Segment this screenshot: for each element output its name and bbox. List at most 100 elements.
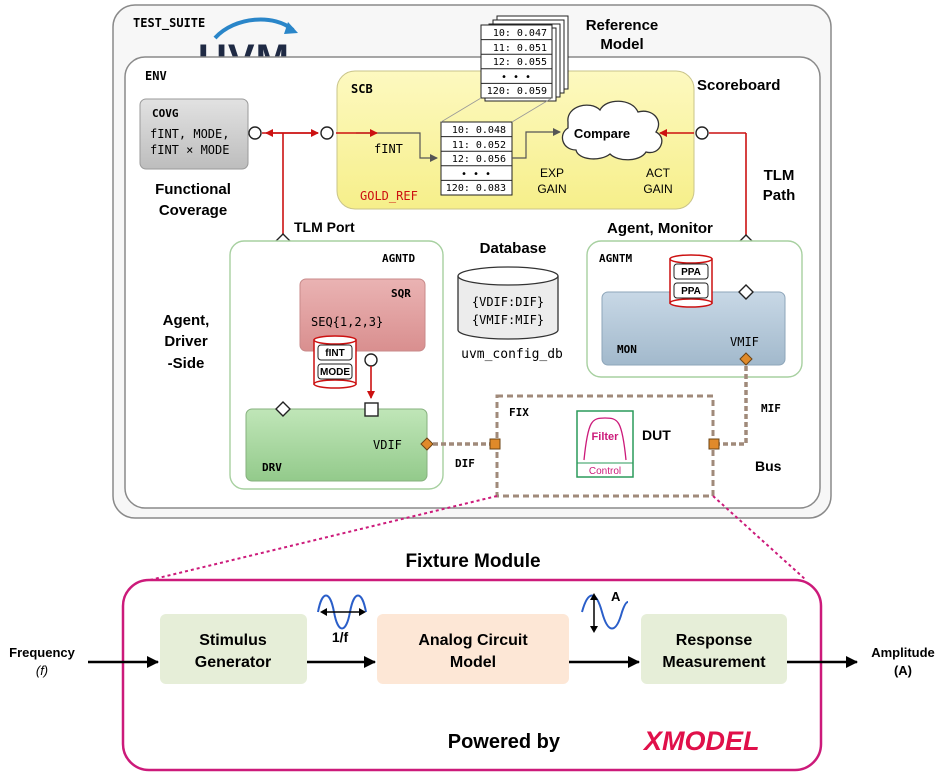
agent-driver-side-2: Driver bbox=[164, 333, 208, 350]
reference-model-title: Reference bbox=[586, 17, 659, 34]
stimulus-label-1: Stimulus bbox=[199, 632, 267, 649]
ppa-db-icon: PPA PPA bbox=[669, 254, 713, 308]
reference-model-subtitle: Model bbox=[600, 36, 643, 53]
dut-filter-icon: Filter Control bbox=[576, 410, 634, 478]
stimulus-label-2: Generator bbox=[195, 654, 271, 671]
response-label-1: Response bbox=[676, 632, 753, 649]
scoreboard-title: Scoreboard bbox=[697, 77, 780, 94]
act-label: ACT bbox=[646, 166, 671, 180]
vmif-port bbox=[739, 352, 753, 366]
scoreboard-input-label: fINT bbox=[374, 142, 403, 156]
svg-text:• • •: • • • bbox=[501, 72, 531, 83]
fix-dif-port bbox=[489, 438, 501, 450]
coverage-label: COVG bbox=[152, 107, 179, 120]
sqr-sequence: SEQ{1,2,3} bbox=[311, 315, 383, 329]
frequency-symbol: (f) bbox=[36, 663, 48, 678]
svg-text:MODE: MODE bbox=[320, 367, 350, 378]
svg-text:fINT: fINT bbox=[325, 348, 344, 359]
mif-bus-line bbox=[719, 366, 748, 446]
svg-text:10: 0.048: 10: 0.048 bbox=[452, 125, 506, 136]
svg-text:Control: Control bbox=[589, 466, 621, 477]
vdif-port bbox=[420, 437, 434, 451]
svg-text:PPA: PPA bbox=[681, 286, 701, 297]
gold-ref-label: GOLD_REF bbox=[360, 189, 418, 203]
drv-tlm-port bbox=[275, 401, 291, 417]
env-label: ENV bbox=[145, 69, 167, 83]
response-label-2: Measurement bbox=[662, 654, 766, 671]
fixture-title: Fixture Module bbox=[405, 551, 540, 572]
svg-text:10: 0.047: 10: 0.047 bbox=[493, 28, 547, 39]
sqr-label: SQR bbox=[391, 287, 411, 300]
agentd-label: AGNTD bbox=[382, 252, 415, 265]
svg-text:120: 0.083: 120: 0.083 bbox=[446, 183, 506, 194]
coverage-line2: fINT × MODE bbox=[150, 143, 229, 157]
amplitude-symbol: (A) bbox=[894, 663, 912, 678]
sqr-box bbox=[299, 278, 426, 352]
sqr-seq-port bbox=[364, 353, 378, 367]
xmodel-logo: XMODEL bbox=[642, 726, 760, 756]
drv-seq-port bbox=[364, 402, 379, 417]
svg-text:Filter: Filter bbox=[592, 431, 620, 443]
svg-text:120: 0.059: 120: 0.059 bbox=[487, 86, 547, 97]
fix-mif-port bbox=[708, 438, 720, 450]
tlm-path-label-1: TLM bbox=[764, 167, 795, 184]
svg-text:11: 0.052: 11: 0.052 bbox=[452, 140, 506, 151]
coverage-caption-2: Coverage bbox=[159, 202, 227, 219]
drv-label: DRV bbox=[262, 461, 282, 474]
analog-label-2: Model bbox=[450, 654, 496, 671]
dut-label: DUT bbox=[642, 427, 671, 443]
projection-line bbox=[511, 97, 553, 123]
coverage-box bbox=[139, 98, 249, 170]
exp-label: EXP bbox=[540, 166, 564, 180]
database-entry-1: {VDIF:DIF} bbox=[472, 295, 544, 309]
zoom-line-right bbox=[712, 495, 807, 581]
mon-vmif-label: VMIF bbox=[730, 335, 759, 349]
analog-circuit-box bbox=[377, 614, 569, 684]
coverage-caption-1: Functional bbox=[155, 181, 231, 198]
svg-text:• • •: • • • bbox=[461, 169, 491, 180]
exp-gain-label: GAIN bbox=[537, 182, 566, 196]
agentm-label: AGNTM bbox=[599, 252, 632, 265]
act-gain-label: GAIN bbox=[643, 182, 672, 196]
reference-model-table: 10: 0.047 11: 0.051 12: 0.055 • • • 120:… bbox=[480, 24, 553, 99]
fint-lookup-arrow bbox=[356, 132, 438, 162]
test-suite-label: TEST_SUITE bbox=[133, 16, 205, 31]
amplitude-marker-label: A bbox=[611, 589, 621, 604]
svg-text:Compare: Compare bbox=[574, 126, 630, 141]
tlm-port-label: TLM Port bbox=[294, 219, 355, 235]
covg-port bbox=[248, 126, 262, 140]
agent-driver-side-3: -Side bbox=[168, 355, 205, 372]
period-sine-icon bbox=[317, 594, 367, 630]
response-measurement-box bbox=[641, 614, 787, 684]
frequency-label: Frequency bbox=[9, 645, 76, 660]
coverage-line1: fINT, MODE, bbox=[150, 127, 229, 141]
amplitude-label: Amplitude bbox=[871, 645, 935, 660]
sqr-item-db-icon: fINT MODE bbox=[313, 335, 357, 389]
mon-tlm-port bbox=[738, 284, 754, 300]
analog-label-1: Analog Circuit bbox=[418, 632, 528, 649]
scoreboard-label: SCB bbox=[351, 82, 373, 96]
drv-vdif-label: VDIF bbox=[373, 438, 402, 452]
svg-text:PPA: PPA bbox=[681, 267, 701, 278]
scb-act-port bbox=[695, 126, 709, 140]
database-icon bbox=[457, 266, 559, 340]
scb-exp-port bbox=[320, 126, 334, 140]
agent-driver-side-1: Agent, bbox=[163, 312, 210, 329]
powered-by-label: Powered by bbox=[448, 731, 561, 753]
svg-text:12: 0.055: 12: 0.055 bbox=[493, 57, 547, 68]
scoreboard-table: 10: 0.048 11: 0.052 12: 0.056 • • • 120:… bbox=[440, 121, 513, 196]
bus-label: Bus bbox=[755, 458, 782, 474]
svg-text:12: 0.056: 12: 0.056 bbox=[452, 154, 506, 165]
database-title: Database bbox=[480, 240, 547, 257]
mif-label: MIF bbox=[761, 402, 781, 415]
fix-label: FIX bbox=[509, 406, 529, 419]
compare-cloud: Compare bbox=[561, 100, 663, 161]
svg-text:11: 0.051: 11: 0.051 bbox=[493, 43, 547, 54]
exp-gain-arrow bbox=[512, 128, 561, 159]
projection-line bbox=[440, 97, 482, 123]
agent-monitor-label: Agent, Monitor bbox=[607, 220, 713, 237]
stimulus-generator-box bbox=[160, 614, 307, 684]
database-entry-2: {VMIF:MIF} bbox=[472, 313, 544, 327]
dif-label: DIF bbox=[455, 457, 475, 470]
